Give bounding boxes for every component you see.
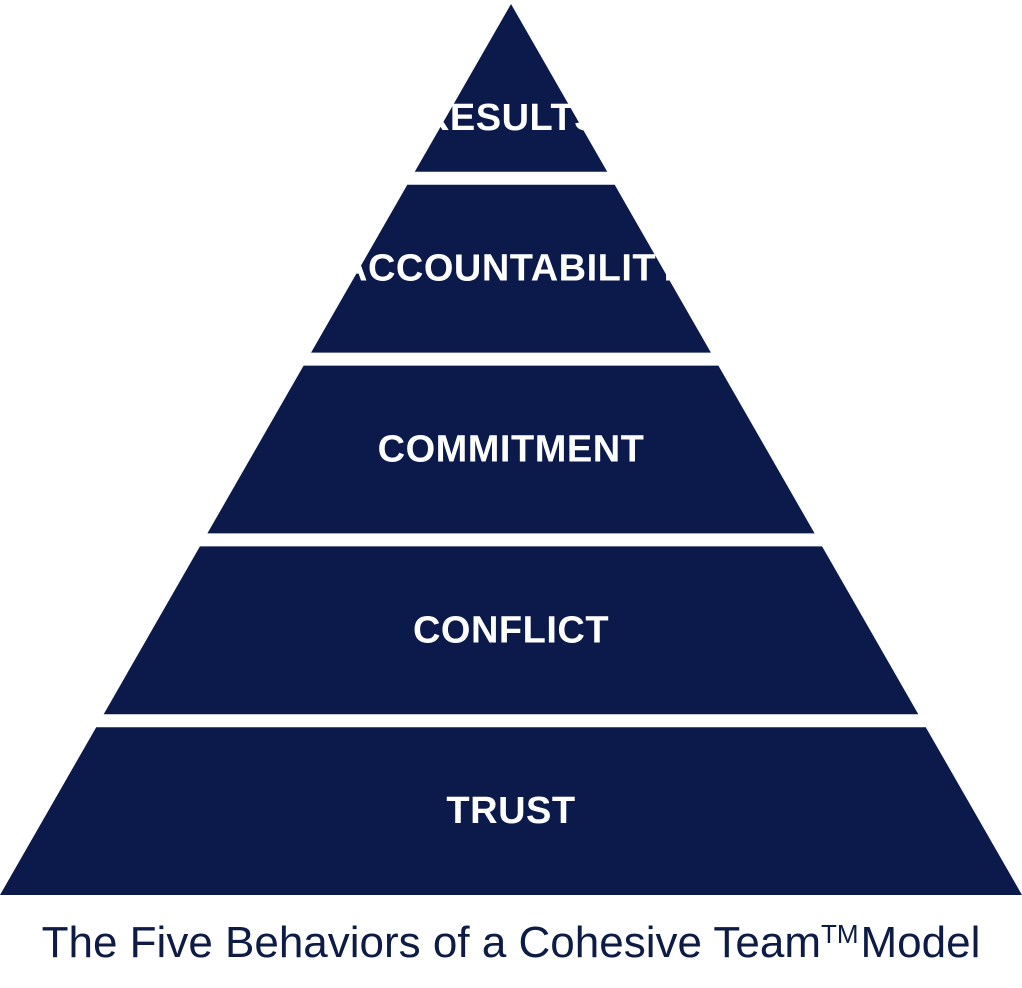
tier-label-trust: TRUST xyxy=(446,790,575,832)
tier-label-accountability: ACCOUNTABILITY xyxy=(340,248,682,290)
tier-label-conflict: CONFLICT xyxy=(413,609,609,651)
pyramid-tier-commitment xyxy=(207,365,815,534)
pyramid-tier-conflict xyxy=(103,546,919,715)
caption-suffix: Model xyxy=(860,918,981,967)
tier-label-results: RESULTS xyxy=(422,97,600,139)
pyramid-diagram: RESULTS ACCOUNTABILITY COMMITMENT CONFLICT T… xyxy=(0,4,1022,895)
pyramid-tier-accountability xyxy=(311,184,711,353)
trademark-symbol: TM xyxy=(820,919,859,949)
tier-label-commitment: COMMITMENT xyxy=(378,429,645,471)
pyramid-tier-trust xyxy=(0,727,1022,895)
pyramid-tier-results xyxy=(414,4,608,172)
diagram-caption: The Five Behaviors of a Cohesive TeamTMM… xyxy=(0,918,1022,968)
caption-text: The Five Behaviors of a Cohesive Team xyxy=(41,918,821,967)
